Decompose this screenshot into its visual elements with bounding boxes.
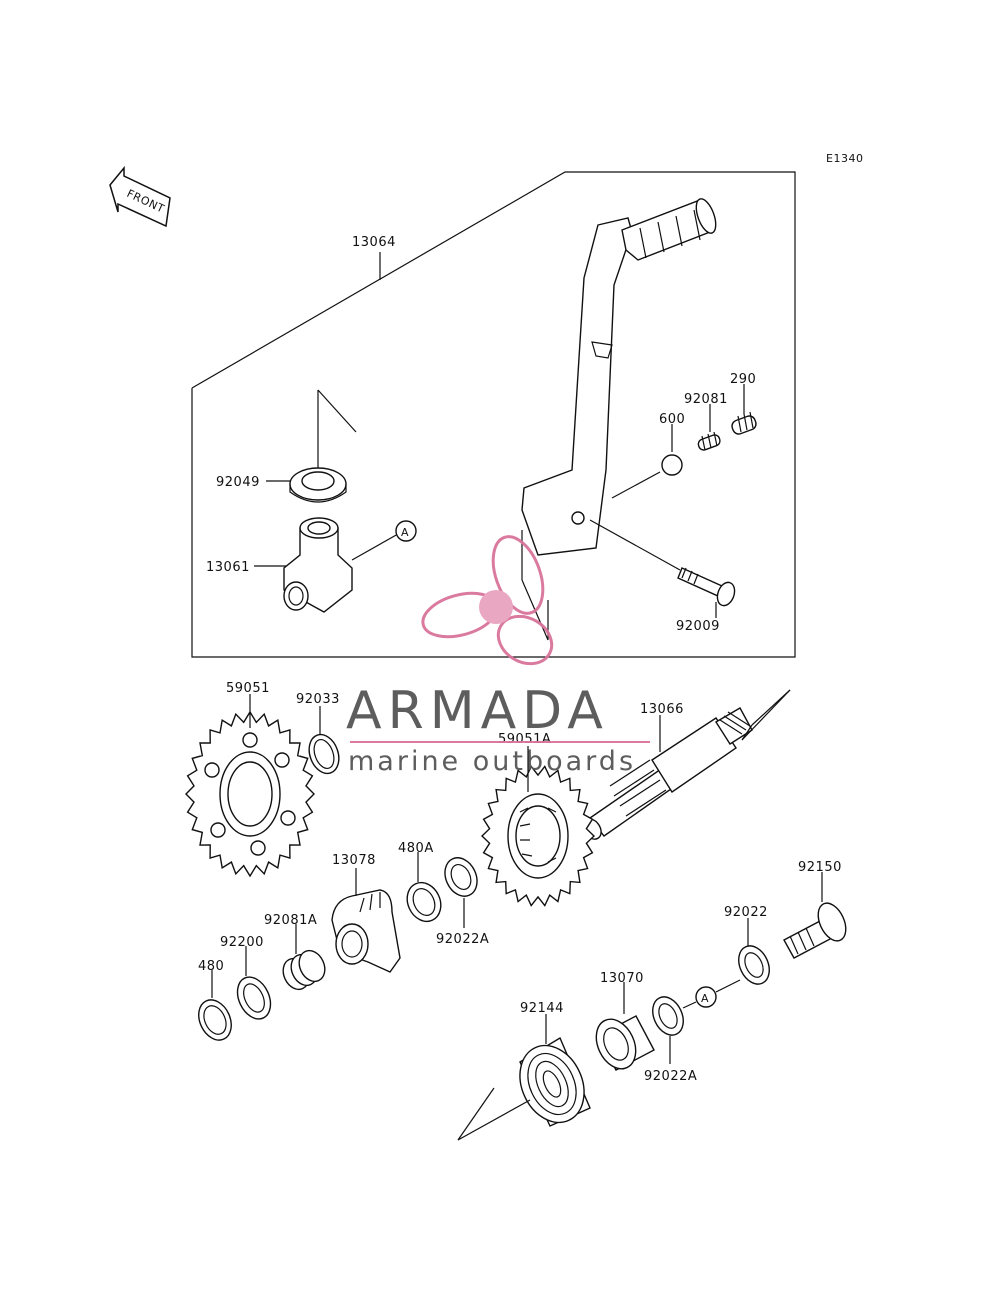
callout-600: 600 bbox=[659, 412, 685, 427]
callout-92144: 92144 bbox=[520, 1001, 564, 1016]
callout-92081A: 92081A bbox=[264, 913, 317, 928]
callout-13061: 13061 bbox=[206, 560, 250, 575]
callout-92022: 92022 bbox=[724, 905, 768, 920]
callout-92033: 92033 bbox=[296, 692, 340, 707]
callout-92200: 92200 bbox=[220, 935, 264, 950]
callout-59051A: 59051A bbox=[498, 732, 551, 747]
washer-92022A-top-icon bbox=[444, 857, 478, 897]
callout-13064: 13064 bbox=[352, 235, 396, 250]
ref-a-bottom: A bbox=[701, 992, 709, 1005]
boss-13061-icon bbox=[283, 517, 353, 613]
callout-92049: 92049 bbox=[216, 475, 260, 490]
assembly-frame bbox=[191, 171, 796, 658]
front-arrow-icon: FRONT bbox=[109, 165, 171, 228]
callout-480: 480 bbox=[198, 959, 224, 974]
washer-92022A-bottom-icon bbox=[652, 996, 684, 1036]
watermark: ARMADA marine outboards bbox=[346, 535, 650, 777]
spring-92081A-icon bbox=[282, 949, 326, 991]
washer-92022-icon bbox=[738, 945, 770, 985]
ref-a-circle-bottom: A bbox=[695, 986, 717, 1008]
spring-290-icon bbox=[731, 411, 757, 435]
circlip-92033-icon bbox=[308, 733, 340, 775]
collar-13070-icon bbox=[595, 1015, 655, 1071]
ratchet-13078-icon bbox=[331, 889, 401, 973]
callout-59051: 59051 bbox=[226, 681, 270, 696]
callout-92150: 92150 bbox=[798, 860, 842, 875]
gear-59051A-icon bbox=[480, 765, 596, 907]
callout-13070: 13070 bbox=[600, 971, 644, 986]
circlip-480-icon bbox=[198, 999, 232, 1041]
callout-92081: 92081 bbox=[684, 392, 728, 407]
callout-480A: 480A bbox=[398, 841, 434, 856]
callout-13078: 13078 bbox=[332, 853, 376, 868]
bolt-92150-icon bbox=[783, 902, 847, 959]
seal-92049-icon bbox=[289, 467, 347, 503]
bolt-92009-icon bbox=[677, 567, 736, 607]
diagram-code: E1340 bbox=[826, 152, 863, 165]
kick-pedal bbox=[521, 198, 717, 556]
spring-92081-icon bbox=[697, 431, 721, 451]
spring-92144-icon bbox=[519, 1036, 591, 1127]
watermark-tagline: marine outboards bbox=[348, 746, 636, 777]
washer-92200-icon bbox=[236, 976, 272, 1020]
circlip-480A-icon bbox=[406, 881, 442, 923]
callout-92022A-top: 92022A bbox=[436, 932, 489, 947]
callout-92022A-bottom: 92022A bbox=[644, 1069, 697, 1084]
ref-a-top: A bbox=[401, 526, 409, 539]
callout-290: 290 bbox=[730, 372, 756, 387]
ball-600-icon bbox=[661, 454, 683, 476]
gear-59051-icon bbox=[185, 710, 315, 878]
callout-92009: 92009 bbox=[676, 619, 720, 634]
ref-a-circle-top: A bbox=[395, 520, 417, 542]
callout-13066: 13066 bbox=[640, 702, 684, 717]
propeller-logo-icon bbox=[421, 535, 554, 666]
watermark-brand: ARMADA bbox=[346, 681, 609, 741]
